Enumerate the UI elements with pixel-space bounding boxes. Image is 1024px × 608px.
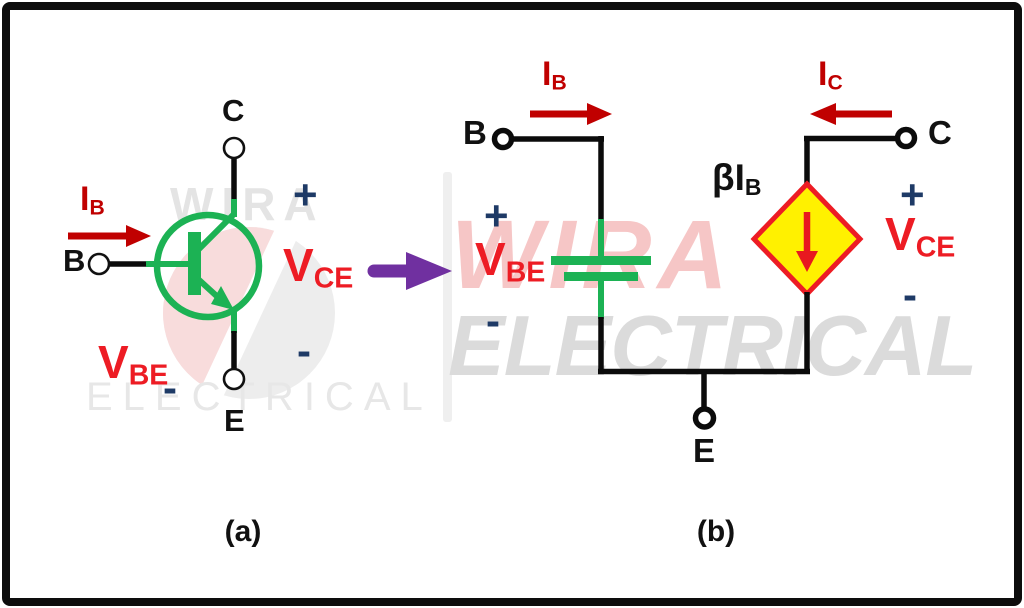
label-collector-b: C — [928, 114, 952, 151]
vbe-a-minus-sign: - — [163, 364, 177, 411]
ib-a-sub: B — [89, 196, 105, 220]
vce-b-minus-sign: - — [903, 271, 917, 318]
beta-ib-base: βI — [712, 157, 745, 198]
collector-terminal — [222, 136, 246, 160]
vce-b-sub: CE — [915, 231, 956, 264]
label-base-b: B — [463, 114, 487, 151]
ic-base: I — [818, 55, 828, 93]
junction-plate-bottom — [564, 272, 638, 281]
vbe-b-base: V — [475, 233, 506, 285]
vce-a-minus-sign: - — [297, 327, 311, 374]
base-bar — [188, 232, 201, 295]
transistor-circle — [153, 211, 263, 321]
label-emitter-b: E — [693, 432, 716, 469]
collector-diagonal — [195, 211, 237, 253]
equivalent-model — [491, 103, 918, 430]
ic-sub: C — [827, 71, 843, 95]
logo-slash — [191, 208, 307, 418]
label-collector-a: C — [222, 93, 245, 128]
ic-arrow-head-icon — [810, 103, 836, 125]
label-vbe-b: VBE — [475, 236, 545, 287]
emitter-arrowhead-icon — [211, 286, 234, 310]
watermark-wira-right: WIRA — [451, 200, 734, 309]
base-terminal — [87, 252, 111, 276]
ib-a-base: I — [80, 180, 90, 218]
source-arrow-head-icon — [796, 251, 818, 272]
ib-b-base: I — [542, 55, 552, 93]
vce-b-plus-sign: + — [900, 171, 925, 218]
vce-b-base: V — [885, 208, 916, 260]
collector-terminal-b — [894, 126, 918, 150]
ib-arrow-head-icon — [126, 225, 151, 247]
vce-a-base: V — [283, 239, 314, 291]
vce-a-sub: CE — [313, 262, 354, 295]
vbe-a-sub: BE — [128, 359, 169, 392]
emitter-terminal-b — [692, 406, 717, 430]
label-vce-b: VCE — [885, 211, 955, 262]
transform-arrow-icon — [367, 252, 452, 290]
watermark-electrical-right: ELECTRICAL — [448, 299, 977, 394]
watermark-divider-bar — [443, 172, 452, 422]
label-dependent-source: βIB — [712, 159, 761, 199]
bjt-symbol — [68, 136, 263, 391]
label-ib-a: IB — [80, 182, 105, 219]
caption-a: (a) — [224, 515, 262, 548]
emitter-terminal — [222, 367, 246, 391]
vbe-b-minus-sign: - — [486, 297, 500, 344]
label-ib-b: IB — [542, 57, 567, 94]
label-emitter-a: E — [224, 403, 245, 438]
label-vce-a: VCE — [283, 242, 353, 293]
base-terminal-b — [491, 127, 515, 151]
ib-b-arrow-head-icon — [587, 103, 612, 125]
label-ic-b: IC — [818, 57, 843, 94]
label-vbe-a: VBE — [98, 339, 168, 390]
watermark-electrical-left: ELECTRICAL — [86, 375, 433, 419]
vbe-a-base: V — [98, 336, 129, 388]
junction-plate-top — [551, 256, 651, 265]
vbe-b-sub: BE — [505, 256, 546, 289]
vbe-b-plus-sign: + — [484, 192, 509, 239]
beta-ib-sub: B — [744, 174, 762, 201]
caption-b: (b) — [696, 515, 736, 548]
vce-a-plus-sign: + — [293, 171, 318, 218]
label-base-a: B — [63, 243, 86, 278]
transform-arrow-head — [406, 252, 452, 290]
ib-b-sub: B — [551, 71, 567, 95]
